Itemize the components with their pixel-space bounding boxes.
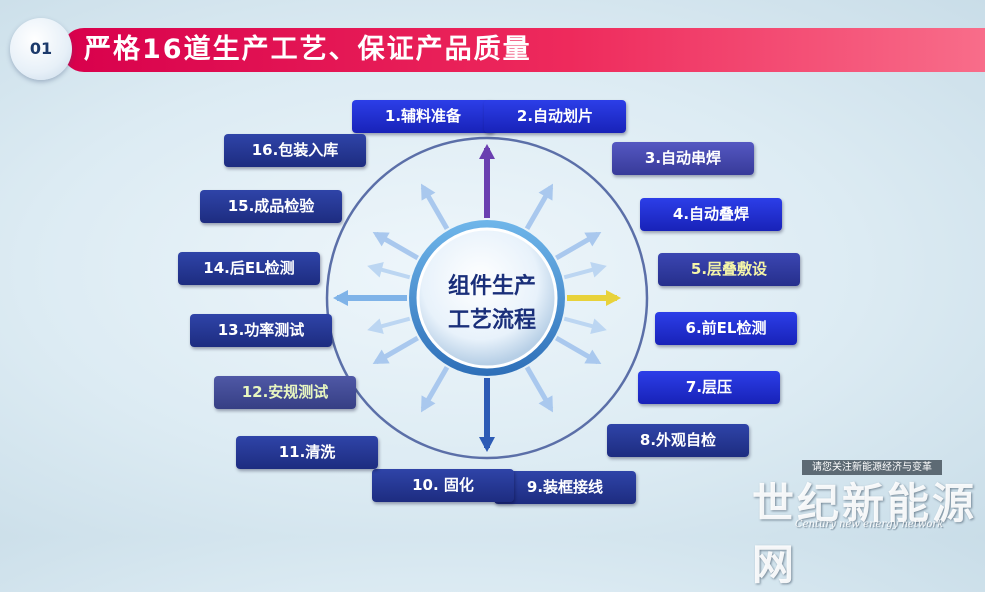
watermark-logo: 世纪新能源网 (752, 479, 978, 589)
arrow-head (590, 262, 607, 278)
step-2: 2.自动划片 (484, 100, 626, 133)
arrow-head (421, 183, 436, 201)
step-11: 11.清洗 (236, 436, 378, 469)
step-6: 6.前EL检测 (655, 312, 797, 345)
watermark-notice: 请您关注新能源经济与变革 (802, 460, 942, 475)
center-label-line1: 组件生产 (447, 274, 536, 299)
arrow-head (479, 144, 495, 159)
step-4: 4.自动叠焊 (640, 198, 782, 231)
arrow-head (372, 232, 390, 247)
arrow-head (372, 349, 390, 364)
arrow-head (584, 232, 602, 247)
step-8: 8.外观自检 (607, 424, 749, 457)
radial-arrows (333, 144, 621, 452)
arrow-head (367, 262, 384, 278)
outer-ring (325, 136, 649, 460)
page-title: 严格16道生产工艺、保证产品质量 (84, 34, 532, 65)
step-15: 15.成品检验 (200, 190, 342, 223)
center-label-line2: 工艺流程 (447, 308, 536, 333)
arrow-head (333, 290, 348, 306)
step-14: 14.后EL检测 (178, 252, 320, 285)
arrow-head (590, 318, 607, 334)
step-16: 16.包装入库 (224, 134, 366, 167)
step-5: 5.层叠敷设 (658, 253, 800, 286)
process-diagram (325, 136, 649, 460)
step-3: 3.自动串焊 (612, 142, 754, 175)
watermark-english: Century new energy network (795, 519, 944, 530)
header-bar (62, 28, 985, 72)
step-7: 7.层压 (638, 371, 780, 404)
step-1: 1.辅料准备 (352, 100, 494, 133)
arrow-head (367, 318, 384, 334)
hub-core (416, 227, 558, 369)
step-13: 13.功率测试 (190, 314, 332, 347)
arrow-head (538, 183, 553, 201)
step-9: 9.装框接线 (494, 471, 636, 504)
arrow-head (606, 290, 621, 306)
step-10: 10. 固化 (372, 469, 514, 502)
arrow-head (538, 395, 553, 413)
center-label: 组件生产 工艺流程 (412, 270, 572, 338)
step-12: 12.安规测试 (214, 376, 356, 409)
arrow-head (584, 349, 602, 364)
arrow-head (479, 437, 495, 452)
section-number-badge: 01 (10, 18, 72, 80)
arrow-head (421, 395, 436, 413)
